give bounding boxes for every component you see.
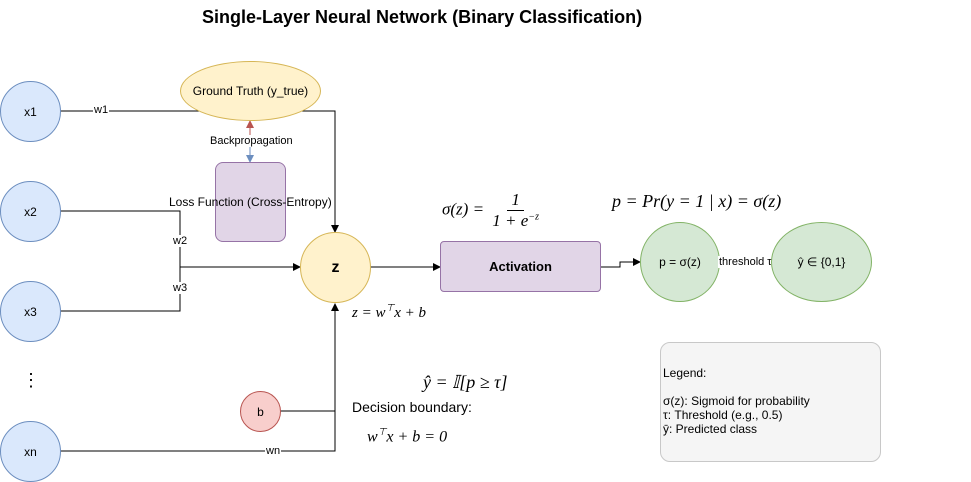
sigmoid-denominator: 1 + e−z [488, 211, 543, 231]
decision-rule: ŷ = 𝕀[p ≥ τ] [423, 372, 508, 392]
input-node-x3: x3 [0, 281, 61, 342]
decision-boundary-label: Decision boundary: [352, 399, 472, 415]
loss-function-label: Loss Function (Cross-Entropy) [169, 195, 332, 209]
sigmoid-fraction: 1 1 + e−z [488, 190, 543, 231]
weight-label-w2: w2 [172, 235, 189, 247]
sigmoid-formula: σ(z) = 1 1 + e−z [442, 190, 543, 231]
legend-item-threshold: τ: Threshold (e.g., 0.5) [663, 408, 783, 422]
backprop-label: Backpropagation [209, 135, 294, 147]
boundary-formula-sup: ⊤ [377, 427, 387, 438]
edge-activation-p [600, 258, 641, 268]
output-node: ŷ ∈ {0,1} [771, 222, 872, 302]
bias-node: b [240, 391, 281, 432]
activation-box: Activation [440, 241, 601, 292]
input-node-xn: xn [0, 421, 61, 482]
edge-x3-z [60, 267, 181, 312]
sigmoid-formula-lhs: σ(z) = [442, 199, 485, 219]
input-ellipsis: ⋮ [22, 370, 40, 390]
sum-formula-rhs: x + b [394, 305, 426, 321]
legend-item-sigmoid: σ(z): Sigmoid for probability [663, 394, 810, 408]
threshold-label: threshold τ [718, 256, 773, 268]
sum-formula-sup: ⊤ [385, 303, 395, 314]
boundary-formula-lhs: w [367, 428, 378, 446]
diagram-title: Single-Layer Neural Network (Binary Clas… [202, 7, 643, 27]
sum-node-z: z [300, 232, 371, 303]
edge-xn-z [60, 303, 339, 452]
sigmoid-numerator: 1 [507, 190, 524, 211]
legend-item-predicted: ȳ: Predicted class [663, 422, 758, 436]
boundary-formula: w⊤x + b = 0 [367, 427, 447, 446]
probability-formula: p = Pr(y = 1 | x) = σ(z) [612, 191, 782, 211]
weight-label-w3: w3 [172, 282, 189, 294]
sum-formula: z = w⊤x + b [352, 303, 426, 322]
sum-formula-lhs: z = w [352, 305, 386, 321]
boundary-formula-rhs: x + b = 0 [386, 428, 448, 446]
ground-truth-node: Ground Truth (y_true) [180, 61, 321, 121]
probability-node: p = σ(z) [640, 222, 720, 302]
weight-label-wn: wn [265, 445, 282, 457]
loss-function-box [215, 162, 286, 242]
legend-title: Legend: [663, 366, 707, 380]
edge-x1-z [60, 110, 339, 233]
sigmoid-denominator-base: 1 + e [492, 211, 529, 230]
weight-label-w1: w1 [93, 104, 110, 116]
sigmoid-denominator-sup: −z [528, 211, 539, 223]
legend-spacer [663, 380, 878, 394]
input-node-x1: x1 [0, 81, 61, 142]
legend-box: Legend: σ(z): Sigmoid for probability τ:… [660, 342, 881, 462]
input-node-x2: x2 [0, 181, 61, 242]
